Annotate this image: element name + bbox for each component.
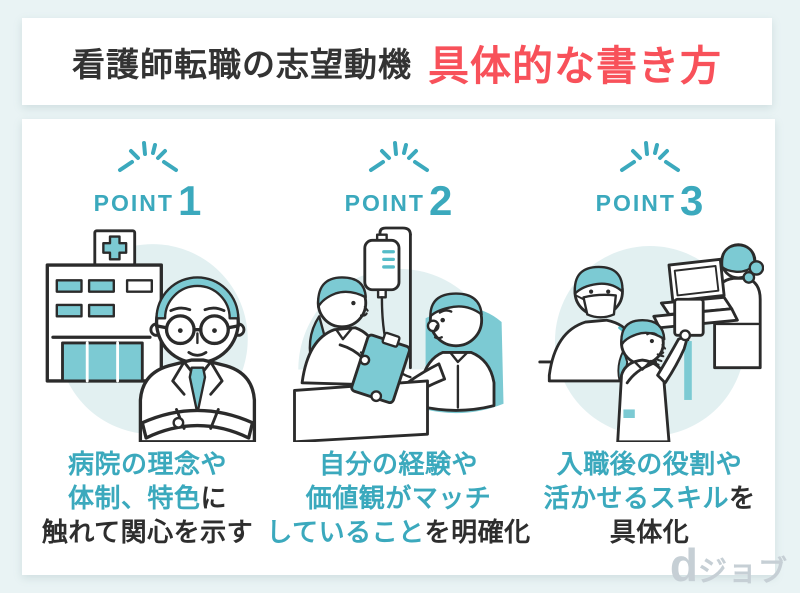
hospital-building-icon — [45, 229, 163, 383]
sparkle-burst-icon — [117, 141, 178, 172]
point-heading: POINT 2 — [344, 175, 453, 225]
caption-line: 体制、特色に — [67, 482, 227, 513]
iv-pump-icon — [672, 297, 705, 400]
caption-line: 自分の経験や — [318, 449, 478, 479]
caption-line: 入職後の役割や — [556, 449, 743, 479]
d-jobs-logo: d ジョブ — [669, 539, 788, 591]
nurse-adjusting-pump-figure — [615, 318, 691, 442]
point-caption: 自分の経験や価値観がマッチしていることを明確化 — [266, 448, 530, 549]
page-title-main: 看護師転職の志望動機 — [72, 45, 412, 83]
nurses-operating-equipment-illustration — [537, 243, 764, 442]
point-number: 2 — [428, 177, 453, 225]
doctor-figure — [138, 276, 256, 442]
nurse-interviewing-patient-illustration — [292, 226, 503, 442]
point-heading: POINT 3 — [595, 175, 704, 225]
patient-figure — [394, 292, 495, 412]
caption-line: 病院の理念や — [67, 449, 227, 479]
point-label: POINT — [344, 190, 425, 216]
clipboard-icon — [349, 331, 411, 405]
title-card: 看護師転職の志望動機 具体的な書き方 — [22, 18, 772, 105]
sparkle-burst-icon — [368, 141, 429, 172]
point-caption: 病院の理念や体制、特色に触れて関心を示す — [42, 448, 253, 549]
logo-d-glyph: d — [669, 539, 698, 591]
caption-line: 価値観がマッチ — [305, 482, 492, 513]
page-title-highlight: 具体的な書き方 — [428, 42, 722, 89]
doctor-with-hospital-illustration — [45, 229, 256, 442]
point-number: 3 — [679, 177, 704, 225]
nurse-figure — [300, 276, 411, 405]
point-column-1: POINT 1 — [22, 119, 273, 575]
caption-line: していることを明確化 — [266, 516, 531, 547]
point-number: 1 — [177, 177, 202, 225]
point-label: POINT — [93, 190, 174, 216]
caption-line: 触れて関心を示す — [41, 516, 254, 547]
point-column-2: POINT 2 — [266, 119, 530, 575]
point-caption: 入職後の役割や活かせるスキルを具体化 — [543, 448, 755, 549]
points-card: POINT 1 — [22, 119, 775, 575]
point-column-3: POINT 3 — [524, 119, 775, 575]
sparkle-burst-icon — [619, 141, 680, 172]
caption-line: 活かせるスキルを — [543, 482, 756, 513]
logo-name-text: ジョブ — [697, 556, 788, 588]
point-heading: POINT 1 — [93, 175, 202, 225]
point-label: POINT — [595, 190, 676, 216]
caption-line: 具体化 — [609, 516, 690, 547]
